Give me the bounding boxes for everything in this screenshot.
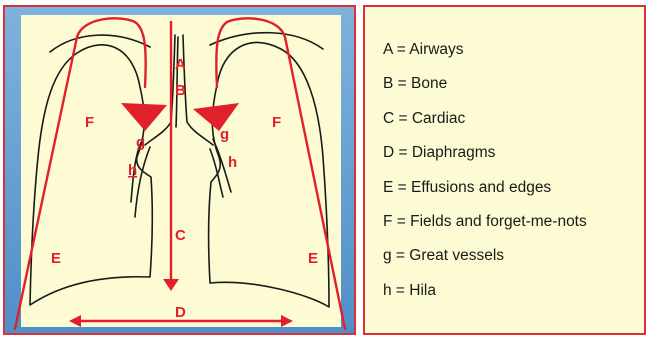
- legend-item-diaphragms: D = Diaphragms: [383, 143, 587, 177]
- legend-item-bone: B = Bone: [383, 74, 587, 108]
- mnemonic-legend: A = Airways B = Bone C = Cardiac D = Dia…: [363, 5, 646, 335]
- legend-item-great-vessels: g = Great vessels: [383, 246, 587, 280]
- diagram-canvas: A B C D E E F F g g h h: [5, 7, 354, 333]
- legend-item-airways: A = Airways: [383, 40, 587, 74]
- label-h-right: h: [228, 154, 237, 171]
- label-a: A: [175, 56, 186, 73]
- legend-item-hila: h = Hila: [383, 281, 587, 315]
- legend-item-cardiac: C = Cardiac: [383, 109, 587, 143]
- label-f-left: F: [85, 114, 94, 131]
- label-e-left: E: [51, 250, 61, 267]
- chest-xray-diagram: A B C D E E F F g g h h: [3, 5, 356, 335]
- legend-item-fields: F = Fields and forget-me-nots: [383, 212, 587, 246]
- label-h-left: h: [128, 162, 137, 179]
- label-g-left: g: [136, 134, 145, 151]
- label-d: D: [175, 304, 186, 321]
- label-g-right: g: [220, 126, 229, 143]
- label-c: C: [175, 227, 186, 244]
- legend-item-effusions: E = Effusions and edges: [383, 178, 587, 212]
- legend-list: A = Airways B = Bone C = Cardiac D = Dia…: [383, 40, 587, 315]
- label-b: B: [175, 82, 186, 99]
- label-f-right: F: [272, 114, 281, 131]
- label-e-right: E: [308, 250, 318, 267]
